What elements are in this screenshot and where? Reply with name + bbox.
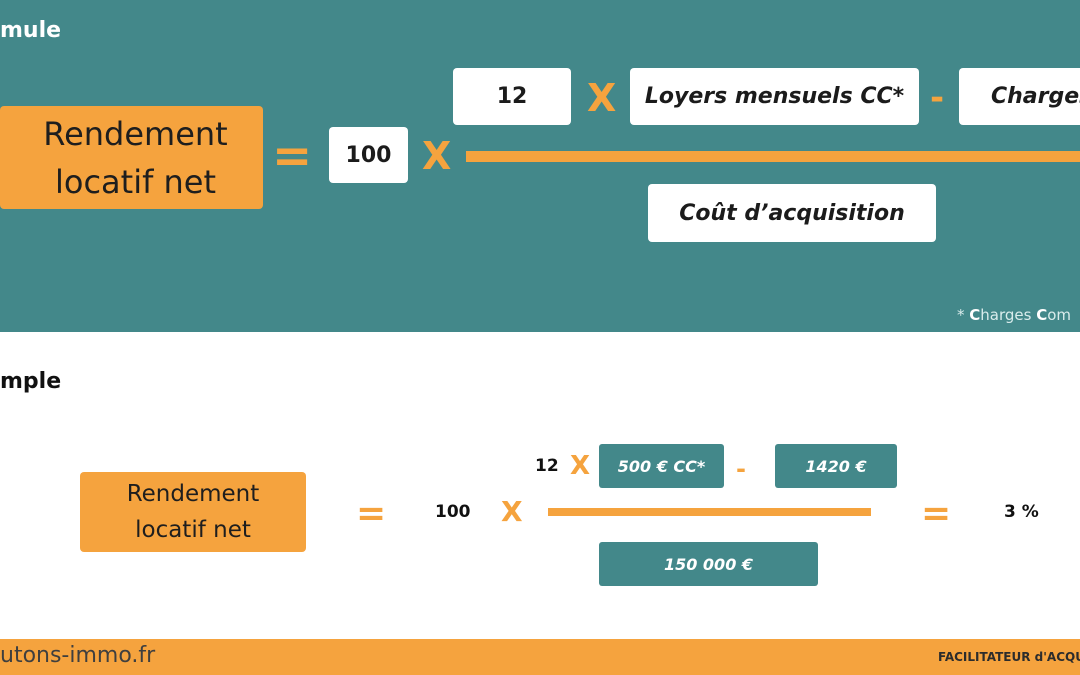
example-equals-sign-2: =	[921, 493, 952, 534]
example-fraction-line	[548, 508, 871, 516]
formula-equals-sign: =	[272, 128, 313, 184]
formula-hundred-value: 100	[345, 142, 392, 168]
footnote-c1: C	[969, 306, 981, 324]
formula-hundred-box: 100	[329, 127, 408, 183]
example-denominator-value: 150 000 €	[663, 554, 754, 574]
example-result-label-line1: Rendement	[126, 481, 260, 507]
formula-result-label-line1: Rendement	[43, 114, 228, 153]
example-rent-box: 500 € CC*	[599, 444, 724, 488]
example-minus-sign: -	[736, 455, 746, 483]
footnote-rest1: harges	[980, 306, 1037, 324]
example-denominator-box: 150 000 €	[599, 542, 818, 586]
formula-rent-box: Loyers mensuels CC*	[630, 68, 919, 125]
example-hundred-value: 100	[435, 502, 471, 522]
formula-multiply-sign-2: X	[587, 76, 617, 120]
formula-denominator-box: Coût d’acquisition	[648, 184, 936, 242]
footnote-c2: C	[1036, 306, 1048, 324]
formula-fraction-line	[466, 151, 1080, 162]
footer-bar: utons-immo.fr FACILITATEUR d'ACQU	[0, 639, 1080, 675]
example-rent-value: 500 € CC*	[617, 456, 706, 476]
example-charges-box: 1420 €	[775, 444, 897, 488]
example-twelve-value: 12	[535, 456, 559, 476]
footnote-rest2: om	[1047, 306, 1072, 324]
formula-twelve-value: 12	[496, 84, 528, 109]
formula-multiply-sign: X	[422, 134, 452, 178]
example-multiply-sign: X	[501, 495, 523, 528]
formula-panel: mule Rendement locatif net = 100 X 12 X …	[0, 0, 1080, 332]
footer-tagline: FACILITATEUR d'ACQU	[938, 650, 1080, 664]
formula-title: mule	[0, 18, 62, 43]
footer-website[interactable]: utons-immo.fr	[0, 643, 156, 668]
example-panel: mple Rendement locatif net = 100 X 12 X …	[0, 332, 1080, 639]
formula-charges-label: Charges	[991, 84, 1080, 109]
formula-denominator-label: Coût d’acquisition	[679, 200, 905, 226]
formula-footnote: * Charges Com	[957, 306, 1071, 324]
example-charges-value: 1420 €	[805, 456, 867, 476]
formula-rent-label: Loyers mensuels CC*	[644, 84, 905, 109]
formula-result-label: Rendement locatif net	[0, 106, 263, 209]
formula-minus-sign: -	[930, 78, 945, 118]
formula-result-label-line2: locatif net	[54, 162, 217, 201]
example-result-label-line2: locatif net	[135, 517, 251, 543]
example-equals-sign: =	[356, 493, 387, 534]
formula-twelve-box: 12	[453, 68, 571, 125]
example-result-value: 3 %	[1004, 502, 1039, 522]
example-result-label: Rendement locatif net	[80, 472, 306, 552]
formula-charges-box: Charges	[959, 68, 1080, 125]
footnote-star: *	[957, 306, 970, 324]
example-multiply-sign-2: X	[570, 451, 591, 481]
example-title: mple	[0, 369, 62, 394]
